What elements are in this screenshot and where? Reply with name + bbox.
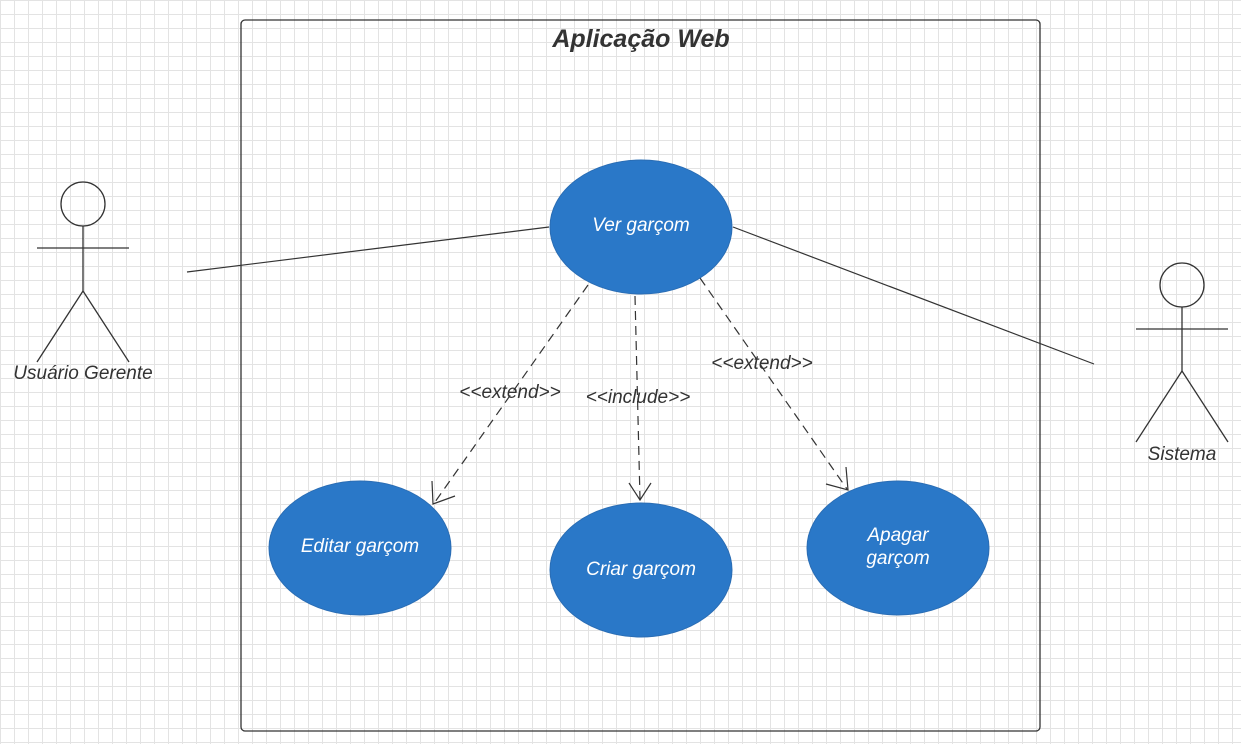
actor-manager-head	[60, 181, 106, 227]
use-case-delete[interactable]: Apagar garçom	[806, 480, 990, 616]
system-title: Aplicação Web	[551, 25, 729, 53]
use-case-create-label: Criar garçom	[586, 559, 696, 580]
extend-delete-arrowhead	[825, 466, 849, 491]
use-case-create-shape	[549, 502, 733, 638]
use-case-view[interactable]: Ver garçom	[549, 159, 733, 295]
use-case-edit-label: Editar garçom	[301, 536, 419, 557]
actor-system-right-leg	[1181, 370, 1229, 443]
include-create-label: <<include>>	[586, 387, 691, 408]
use-case-edit[interactable]: Editar garçom	[268, 480, 452, 616]
use-case-delete-shape	[806, 480, 990, 616]
include-create-line	[634, 295, 641, 500]
association-view-system	[732, 226, 1095, 365]
use-case-delete-label-line2: garçom	[866, 548, 929, 569]
actor-manager-left-leg	[36, 290, 84, 363]
actor-manager-figure[interactable]	[36, 181, 130, 363]
use-case-create[interactable]: Criar garçom	[549, 502, 733, 638]
use-case-edit-shape	[268, 480, 452, 616]
actor-system-label: Sistema	[1148, 444, 1217, 465]
use-case-view-shape	[549, 159, 733, 295]
extend-delete-line	[699, 277, 848, 490]
use-case-delete-label-line1: Apagar	[866, 525, 929, 546]
actor-system-figure[interactable]	[1135, 262, 1229, 443]
actor-manager-right-leg	[82, 290, 130, 363]
actor-system-head	[1159, 262, 1205, 308]
system-boundary	[240, 19, 1041, 732]
include-create-arrowhead	[628, 482, 652, 502]
actor-system-left-leg	[1135, 370, 1183, 443]
association-manager-view	[186, 226, 550, 273]
extend-edit-label: <<extend>>	[459, 382, 560, 403]
extend-edit-arrowhead	[431, 480, 456, 505]
extend-delete-label: <<extend>>	[711, 353, 812, 374]
use-case-view-label: Ver garçom	[592, 215, 690, 236]
actor-manager-label: Usuário Gerente	[13, 363, 152, 384]
